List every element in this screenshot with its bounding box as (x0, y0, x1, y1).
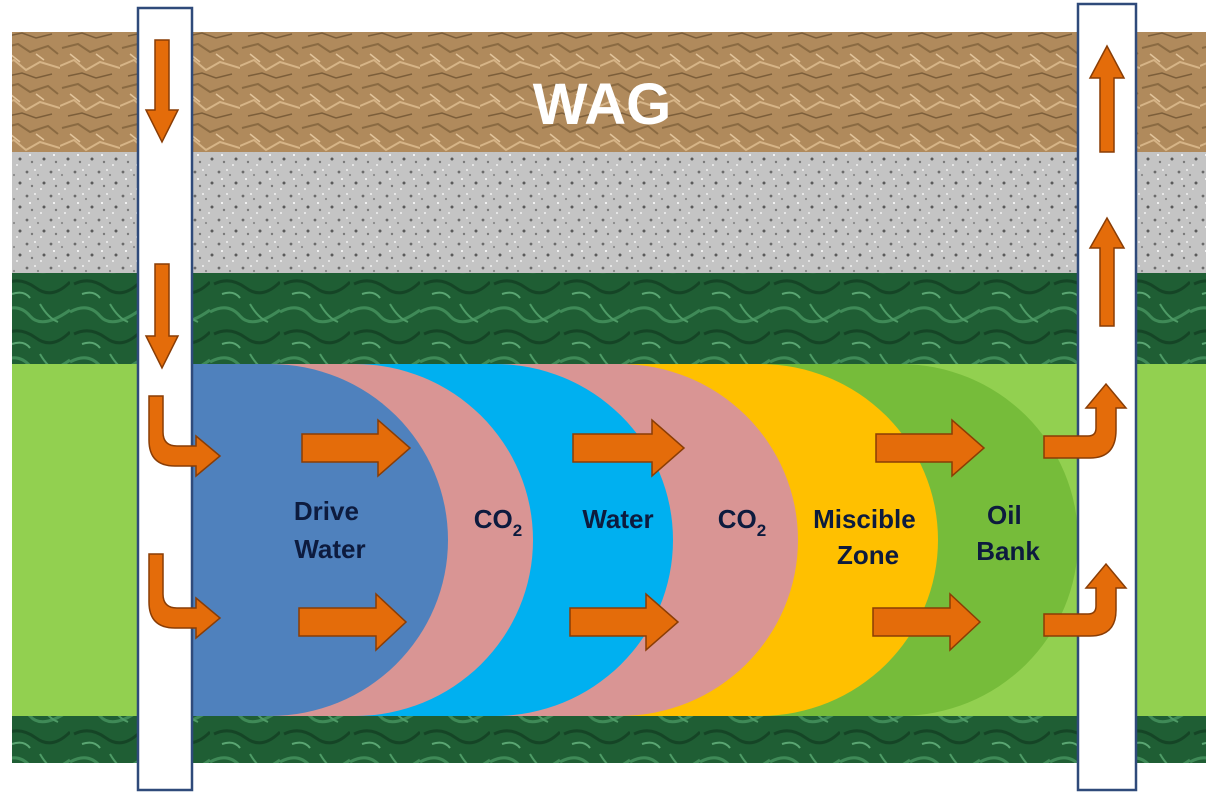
right-arrow-icon (572, 418, 686, 478)
up-arrow-icon (1088, 216, 1126, 327)
zone-label-drive-water: Drive Water (294, 496, 366, 564)
zone-label-co2-1: CO2 (474, 504, 522, 540)
bent-up-arrow-icon (1043, 382, 1128, 459)
zone-label-co2-2: CO2 (718, 504, 766, 540)
zone-label-water: Water (582, 504, 653, 534)
flow-arrows (144, 39, 1128, 652)
granite-layer (12, 152, 1206, 274)
zone-label-line: CO (718, 504, 757, 534)
right-arrow-icon (872, 592, 982, 652)
bent-right-arrow-icon (148, 395, 222, 478)
zone-label-line: Miscible (813, 504, 916, 534)
zone-label-oil-bank: Oil Bank (976, 500, 1040, 566)
bent-right-arrow-icon (148, 553, 222, 640)
right-arrow-icon (569, 592, 680, 652)
zone-label-miscible-zone: Miscible Zone (813, 504, 923, 570)
zone-label-line: Zone (837, 540, 899, 570)
zone-label-line: Oil (987, 500, 1022, 530)
flood-zones (190, 364, 1078, 716)
right-arrow-icon (875, 418, 986, 478)
zone-label-line: Drive (294, 496, 359, 526)
diagram-title: WAG (533, 72, 672, 137)
sandstone-layer (12, 32, 1206, 154)
zone-labels: Drive Water CO2 Water CO2 Miscible Zone … (294, 496, 1040, 570)
green-rock-layer-lower (12, 713, 1206, 763)
green-rock-layer-upper (12, 273, 1206, 367)
up-arrow-icon (1088, 44, 1126, 153)
injection-well (136, 6, 194, 792)
zone-label-line: Water (294, 534, 365, 564)
zone-label-line: CO (474, 504, 513, 534)
zone-label-subscript: 2 (757, 521, 766, 540)
right-arrow-icon (298, 592, 408, 652)
zone-label-subscript: 2 (513, 521, 522, 540)
zone-label-line: Bank (976, 536, 1040, 566)
down-arrow-icon (144, 39, 180, 144)
right-arrow-icon (301, 418, 412, 478)
down-arrow-icon (144, 263, 180, 370)
bent-up-arrow-icon (1043, 562, 1128, 637)
